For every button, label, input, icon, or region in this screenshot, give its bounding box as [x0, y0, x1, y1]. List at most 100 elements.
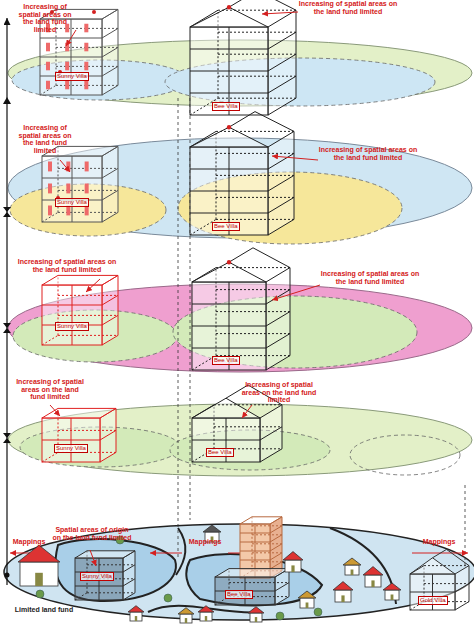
building-edge [424, 583, 469, 584]
building-edge [214, 426, 282, 427]
villa-sign: Sunny Villa [55, 322, 89, 331]
annotation-label: Increasing of spatial areas on the land … [298, 0, 398, 15]
annotation-label: Increasing of spatial areas on the land … [14, 3, 76, 33]
axis-marker [3, 212, 11, 217]
building-wireframe [215, 569, 289, 605]
house-door [341, 595, 344, 602]
annotation-label: Mappings [184, 538, 226, 546]
window [85, 206, 89, 216]
building-edge [268, 197, 294, 213]
villa-name: Bee Villa [227, 591, 251, 598]
building-top [75, 551, 135, 558]
house-icon [198, 606, 214, 621]
building-edge [58, 335, 118, 336]
building-edge [58, 315, 118, 316]
building-front [192, 282, 266, 370]
roof-dot [227, 5, 231, 9]
house-door [135, 616, 137, 621]
building-edge [216, 267, 290, 268]
building-edge [447, 549, 470, 565]
leader-line [262, 12, 298, 14]
window [65, 81, 69, 90]
tree-icon [36, 590, 44, 598]
house-icon [363, 567, 383, 587]
building-edge [252, 561, 282, 562]
building-edge [255, 112, 294, 132]
building-edge [214, 404, 282, 405]
building-edge [268, 32, 296, 49]
building-edge [270, 553, 282, 560]
building-edge [455, 584, 469, 592]
building-edge [270, 544, 282, 551]
roof-dot [227, 125, 231, 129]
building-edge [229, 248, 253, 262]
house-roof [333, 582, 353, 590]
house-door [291, 565, 294, 572]
house-wall [365, 575, 381, 587]
building-edge [100, 430, 116, 440]
window [66, 184, 70, 194]
axis-origin [5, 573, 10, 578]
building-edge [42, 452, 58, 462]
building-front [42, 156, 102, 222]
building-edge [268, 76, 296, 93]
window [85, 184, 89, 194]
house-door [306, 603, 309, 609]
house-roof [248, 607, 264, 613]
building-edge [253, 248, 290, 268]
building-front [190, 147, 268, 235]
house-roof [343, 558, 361, 565]
building-edge [102, 28, 118, 38]
building-front [410, 574, 455, 610]
house-door [35, 573, 43, 586]
leader-line [272, 285, 320, 300]
building-edge [102, 190, 118, 200]
building-front [215, 577, 275, 605]
building-edge [252, 543, 282, 544]
building-edge [229, 582, 289, 583]
annotation-label: Limited land fund [4, 606, 84, 614]
building-edge [58, 430, 116, 431]
tree-icon [314, 608, 322, 616]
building-front [190, 27, 268, 115]
annotation-label: Increasing of spatial areas on the land … [236, 381, 322, 404]
house-roof [203, 525, 221, 532]
villa-sign: Sunny Villa [55, 198, 89, 207]
building-side [455, 566, 469, 610]
house-icon [18, 545, 60, 586]
building-edge [218, 10, 296, 11]
house-icon [283, 552, 303, 572]
axis-arrow [3, 97, 11, 104]
building-edge [218, 76, 296, 77]
building-edge [229, 112, 255, 128]
building-edge [75, 593, 87, 600]
villa-sign: Bee Villa [212, 222, 240, 231]
villa-sign: Bee Villa [212, 102, 240, 111]
house-wall [250, 613, 262, 622]
building-edge [102, 168, 118, 178]
villa-sign: Sunny Villa [55, 72, 89, 81]
building-edge [268, 153, 294, 169]
house-icon [343, 558, 361, 575]
roof-dot [227, 260, 231, 264]
building-edge [216, 219, 294, 220]
window [48, 162, 52, 172]
axis-marker [3, 323, 11, 328]
building-edge [270, 526, 282, 533]
building-edge [216, 333, 290, 334]
annotation-label: Spatial areas of origin on the land fund… [52, 526, 132, 541]
tree-icon [164, 594, 172, 602]
building-wireframe [410, 549, 469, 610]
building-edge [252, 534, 282, 535]
building-edge [229, 0, 257, 7]
axis-marker [3, 438, 11, 443]
window [84, 81, 88, 90]
building-side [102, 275, 118, 345]
villa-sign: Bee Villa [225, 590, 253, 599]
building-wireframe [42, 146, 118, 222]
building-edge [58, 295, 118, 296]
building-edge [266, 334, 290, 348]
house-icon [248, 607, 264, 622]
